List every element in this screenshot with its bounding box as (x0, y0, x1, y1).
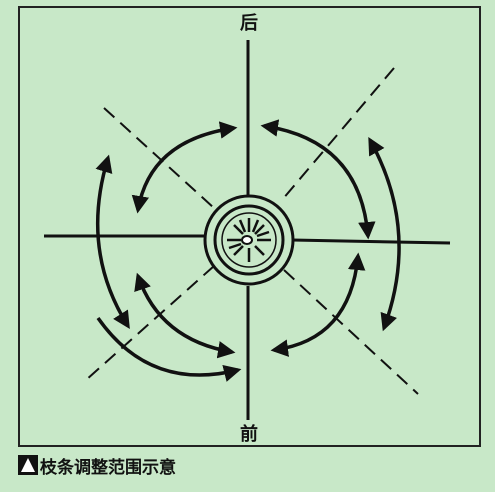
branch-cross-section-icon (203, 194, 295, 286)
diagonal-dashed-upper-left (103, 107, 215, 209)
arrow-lower-left-outer (96, 316, 242, 382)
arrow-lower-left-inner (134, 272, 236, 359)
horizontal-axis-right (291, 238, 451, 245)
figure-caption: 枝条调整范围示意 (18, 453, 176, 478)
arrow-right-outer (368, 136, 401, 332)
front-direction-label: 前 (234, 425, 264, 445)
arrow-upper-left-outer (95, 154, 130, 329)
arrow-upper-right-inner (260, 119, 376, 240)
arrow-lower-right-inner (270, 252, 366, 357)
caption-text: 枝条调整范围示意 (40, 457, 176, 478)
back-direction-label: 后 (234, 14, 264, 34)
diagram-frame (18, 6, 481, 447)
triangle-in-square-icon (18, 455, 38, 475)
arrow-upper-left-inner (131, 121, 238, 214)
